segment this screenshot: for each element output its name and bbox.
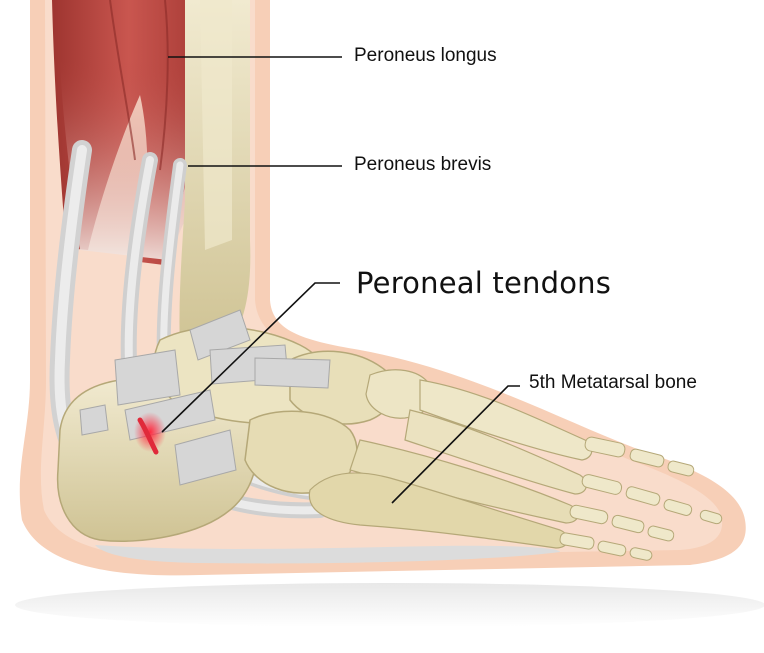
label-peroneal-tendons: Peroneal tendons xyxy=(356,266,611,300)
label-fifth-metatarsal-bone: 5th Metatarsal bone xyxy=(529,372,697,394)
label-peroneus-brevis: Peroneus brevis xyxy=(354,154,491,176)
label-peroneus-longus: Peroneus longus xyxy=(354,45,497,67)
leg-bones xyxy=(179,0,250,350)
floor-shadow xyxy=(15,583,764,627)
tendon-injury-highlight xyxy=(134,412,166,452)
